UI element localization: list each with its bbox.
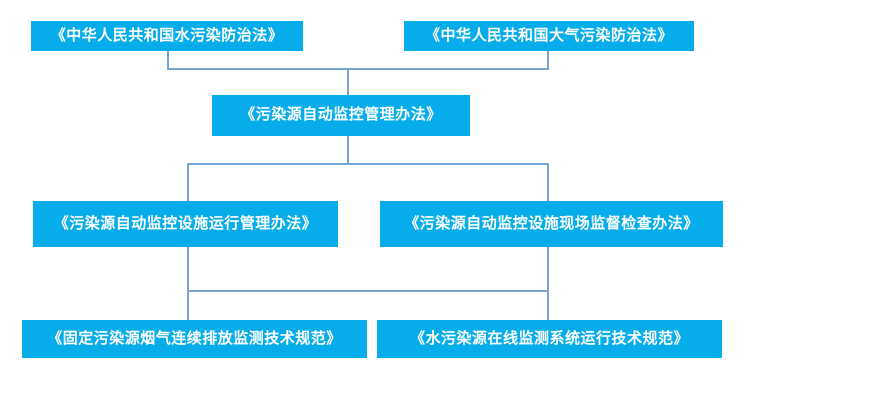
connector-row3-bus xyxy=(187,290,549,292)
connector-auto-mgmt-down xyxy=(347,136,349,165)
connector-air-law-down xyxy=(547,51,549,70)
node-water-online-monitoring-system-technical-spec[interactable]: 《水污染源在线监测系统运行技术规范》 xyxy=(377,320,722,358)
connector-water-law-down xyxy=(167,51,169,70)
connector-bus-to-facility-inspect xyxy=(547,163,549,202)
connector-row2-bus xyxy=(187,163,549,165)
node-facility-onsite-supervision-inspection-measures[interactable]: 《污染源自动监控设施现场监督检查办法》 xyxy=(380,201,723,247)
node-facility-operation-management-measures[interactable]: 《污染源自动监控设施运行管理办法》 xyxy=(33,201,338,247)
node-air-pollution-prevention-law[interactable]: 《中华人民共和国大气污染防治法》 xyxy=(404,21,694,51)
connector-bus-to-auto-mgmt xyxy=(347,68,349,96)
connector-row1-bus xyxy=(167,68,549,70)
connector-facility-inspect-down xyxy=(547,247,549,321)
node-water-pollution-prevention-law[interactable]: 《中华人民共和国水污染防治法》 xyxy=(31,21,303,51)
node-stationary-source-cems-technical-spec[interactable]: 《固定污染源烟气连续排放监测技术规范》 xyxy=(22,320,367,358)
connector-bus-to-facility-op xyxy=(187,163,189,202)
node-auto-monitoring-management-measures[interactable]: 《污染源自动监控管理办法》 xyxy=(212,95,470,136)
connector-facility-op-down xyxy=(187,247,189,321)
